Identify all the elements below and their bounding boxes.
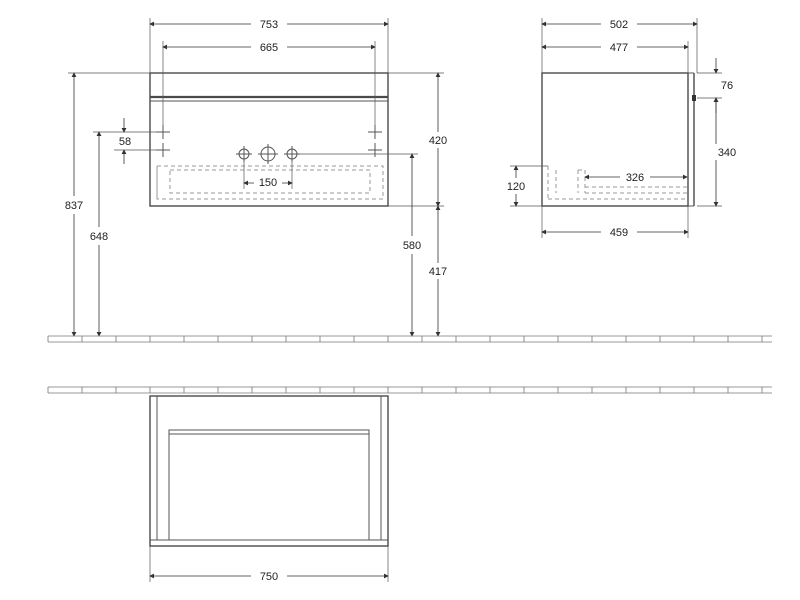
front-mount-holes xyxy=(156,125,382,157)
dim-side-depth-overall: 502 xyxy=(610,19,628,31)
dim-front-total-height: 837 xyxy=(65,200,83,212)
dim-front-mount-height: 648 xyxy=(90,231,108,243)
dim-plan-width: 750 xyxy=(260,571,278,583)
dim-side-drawer-depth: 326 xyxy=(626,172,644,184)
side-hidden-drawer xyxy=(547,166,687,200)
dim-front-drain-height: 580 xyxy=(403,240,421,252)
dim-front-width-top: 665 xyxy=(260,42,278,54)
dim-front-hole-offset: 58 xyxy=(119,136,131,148)
plan-cabinet-outline xyxy=(149,395,389,547)
dim-side-drawer-height: 120 xyxy=(507,181,525,193)
dim-side-body-height: 340 xyxy=(718,147,736,159)
wall-line-plan xyxy=(47,386,772,394)
front-cabinet-outline xyxy=(149,72,389,207)
dim-front-width-overall: 753 xyxy=(260,19,278,31)
dim-front-body-height: 420 xyxy=(429,135,447,147)
front-hidden-drawer xyxy=(156,165,384,200)
dim-front-tap-spacing: 150 xyxy=(259,177,277,189)
dim-front-floor-clearance: 417 xyxy=(429,266,447,278)
plan-view: 750 xyxy=(47,386,772,583)
side-view: 502 477 76 340 326 120 459 xyxy=(507,18,736,239)
dim-side-depth-bottom: 459 xyxy=(610,227,628,239)
side-handle-recess xyxy=(692,95,696,101)
plan-drawer-box xyxy=(168,429,370,541)
front-view: 753 665 837 648 58 150 420 xyxy=(65,18,447,337)
front-tap-holes xyxy=(236,144,300,164)
side-cabinet-outline xyxy=(541,72,689,207)
floor-line-upper xyxy=(47,335,772,343)
dim-side-top-thickness: 76 xyxy=(721,80,733,92)
dim-side-depth-top: 477 xyxy=(610,42,628,54)
